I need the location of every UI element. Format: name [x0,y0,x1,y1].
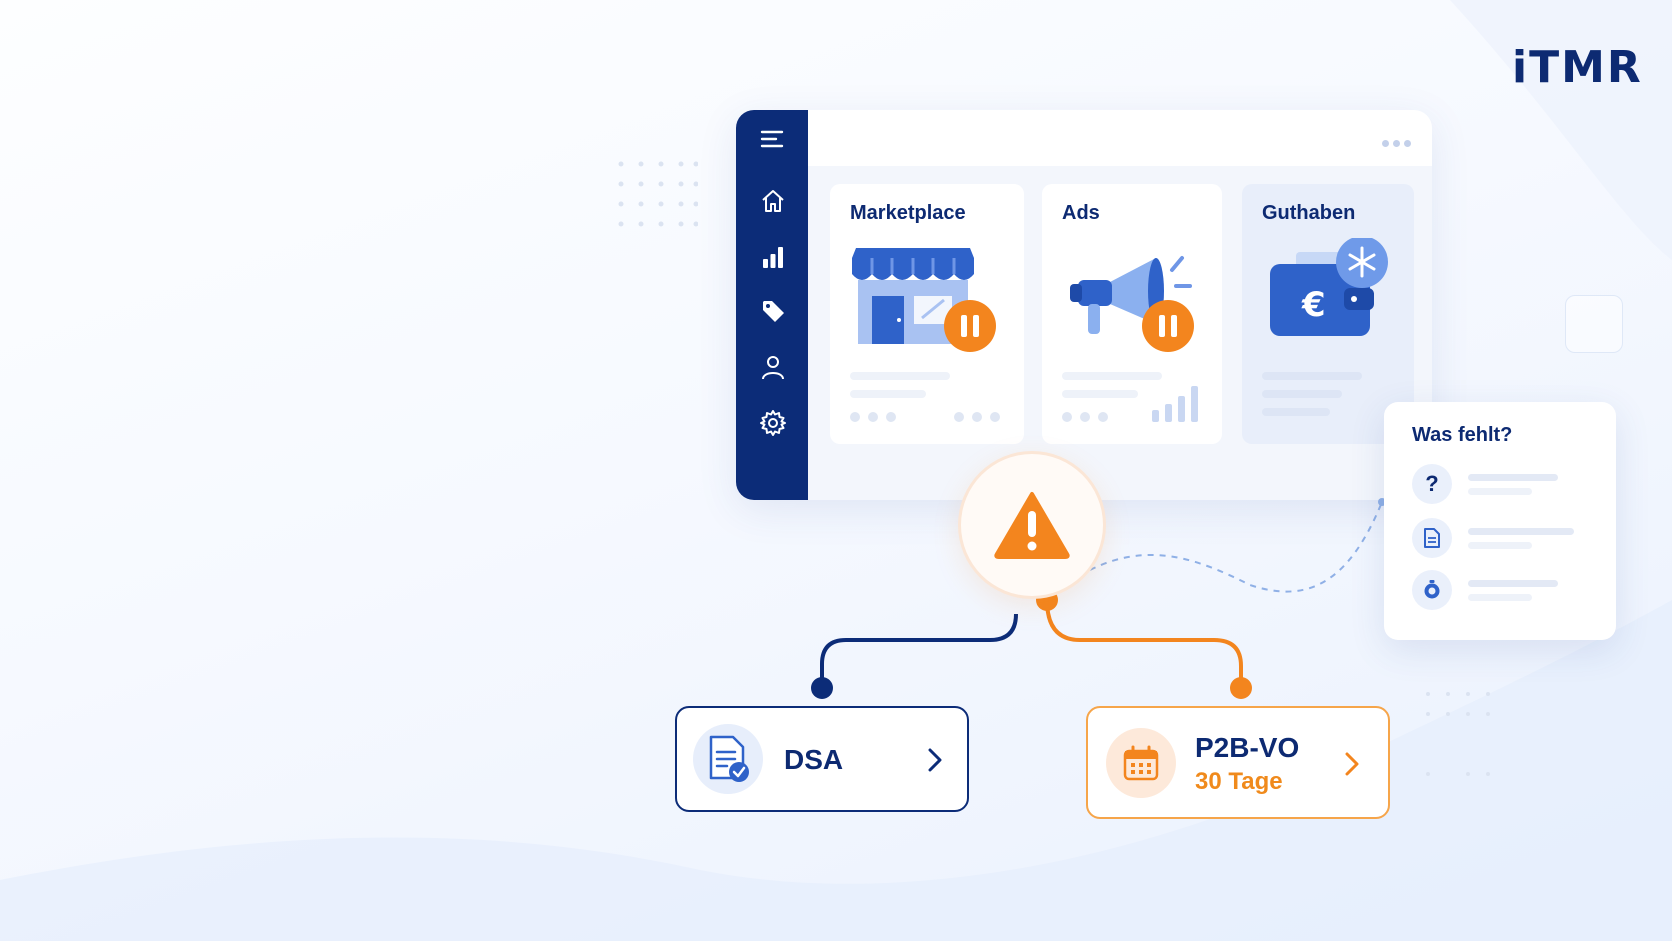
home-icon[interactable] [758,186,788,216]
decorative-frame [1565,295,1623,353]
card-guthaben[interactable]: Guthaben € [1242,184,1414,444]
document-check-icon [693,724,763,794]
card-ads[interactable]: Ads [1042,184,1222,444]
wallet-euro-icon: € [1270,238,1388,336]
chevron-right-icon [1345,752,1359,776]
menu-icon[interactable] [758,124,788,154]
stopwatch-icon [1412,570,1452,610]
more-dots-icon[interactable] [1382,134,1415,152]
brand-logo: iTMR [1512,42,1643,93]
p2b-vo-button[interactable]: P2B-VO 30 Tage [1086,706,1390,819]
app-window: Marketplace Ads [736,110,1432,500]
decorative-dot-grid-right [1426,692,1490,776]
p2b-vo-label: P2B-VO [1195,732,1300,763]
missing-item[interactable]: ? [1412,464,1602,506]
top-bar [808,110,1432,166]
card-title: Guthaben [1262,202,1356,224]
tag-icon[interactable] [758,296,788,326]
card-title: Ads [1062,202,1100,224]
chevron-right-icon [928,748,942,772]
card-title: Marketplace [850,202,966,224]
missing-items-panel: Was fehlt? ? [1384,402,1616,640]
missing-item[interactable] [1412,518,1602,560]
p2b-vo-deadline: 30 Tage [1195,768,1283,795]
svg-text:€: € [1301,285,1326,325]
gear-icon[interactable] [758,408,788,438]
question-icon: ? [1412,464,1452,504]
document-icon [1412,518,1452,558]
decorative-dot-grid [618,161,698,227]
dsa-label: DSA [784,744,844,775]
alert-circle [961,454,1103,596]
store-icon [852,248,996,352]
user-icon[interactable] [758,352,788,382]
card-marketplace[interactable]: Marketplace [830,184,1024,444]
missing-item[interactable] [1412,570,1602,612]
bar-chart-icon[interactable] [758,242,788,272]
mini-bars-icon [1152,386,1198,422]
megaphone-icon [1070,256,1194,352]
calendar-icon [1106,728,1176,798]
warning-triangle-icon [994,492,1070,559]
sidebar [736,110,808,500]
missing-panel-title: Was fehlt? [1412,424,1513,446]
dsa-button[interactable]: DSA [675,706,969,812]
